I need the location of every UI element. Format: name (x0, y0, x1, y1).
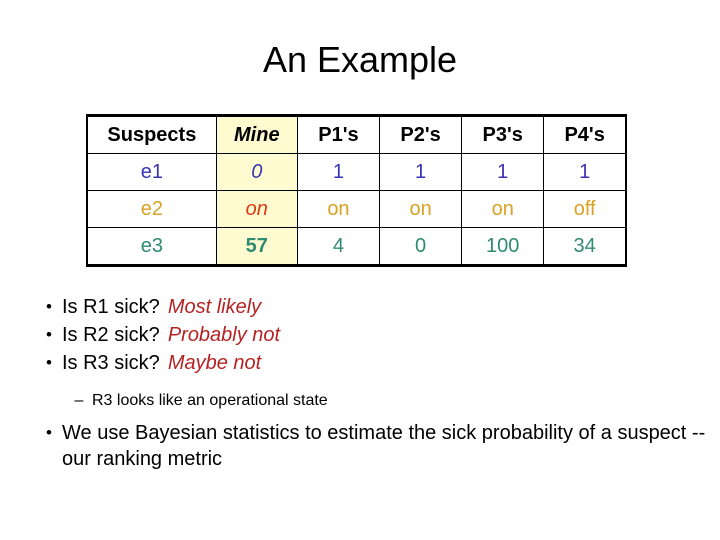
bullet-answer-r1: Most likely (167, 296, 262, 318)
cell-p2: 0 (379, 227, 463, 266)
cell-suspect: e1 (86, 153, 217, 191)
bullet-dot-icon: • (46, 297, 52, 316)
column-header-p2: P2's (379, 115, 463, 154)
cell-mine: 0 (215, 153, 298, 191)
page-title: An Example (262, 39, 458, 80)
bullet-answer-r2: Probably not (167, 324, 281, 346)
table-row: e1 0 1 1 1 1 (86, 153, 627, 191)
bullet-dot-icon: • (46, 325, 52, 344)
column-header-p3: P3's (461, 115, 545, 154)
sub-bullet-text: R3 looks like an operational state (92, 392, 328, 409)
cell-p2: 1 (379, 153, 463, 191)
cell-p2: on (379, 190, 463, 228)
cell-p1: on (296, 190, 381, 228)
bullet-answer-r3: Maybe not (167, 352, 262, 374)
list-item: • Is R1 sick? Most likely (36, 294, 696, 320)
sub-bullet-list: – R3 looks like an operational state (66, 390, 686, 412)
cell-p3: 100 (461, 227, 545, 266)
cell-p4: off (543, 190, 627, 228)
cell-suspect: e2 (86, 190, 217, 228)
suspects-table: Suspects Mine P1's P2's P3's P4's e1 0 1… (86, 114, 627, 267)
table-row: e3 57 4 0 100 34 (86, 227, 627, 266)
cell-p1: 1 (296, 153, 381, 191)
dash-marker-icon: – (74, 392, 84, 409)
list-item: • Is R3 sick? Maybe not (36, 350, 696, 376)
cell-p4: 34 (543, 227, 627, 266)
final-bullet-list: • We use Bayesian statistics to estimate… (36, 420, 708, 472)
cell-p4: 1 (543, 153, 627, 191)
cell-mine: 57 (215, 227, 298, 266)
list-item: • We use Bayesian statistics to estimate… (36, 420, 708, 472)
question-bullet-list: • Is R1 sick? Most likely • Is R2 sick? … (36, 294, 696, 378)
column-header-suspects: Suspects (86, 115, 217, 154)
bullet-question-r3: Is R3 sick? (62, 352, 160, 374)
column-header-p4: P4's (543, 115, 627, 154)
list-item: • Is R2 sick? Probably not (36, 322, 696, 348)
bullet-question-r1: Is R1 sick? (62, 296, 160, 318)
cell-p3: on (461, 190, 545, 228)
suspects-table-container: Suspects Mine P1's P2's P3's P4's e1 0 1… (86, 114, 627, 267)
cell-suspect: e3 (86, 227, 217, 266)
table-header-row: Suspects Mine P1's P2's P3's P4's (86, 115, 627, 154)
column-header-mine: Mine (215, 115, 298, 154)
cell-mine: on (215, 190, 298, 228)
bullet-question-r2: Is R2 sick? (62, 324, 160, 346)
cell-p3: 1 (461, 153, 545, 191)
cell-p1: 4 (296, 227, 381, 266)
bullet-dot-icon: • (46, 353, 52, 372)
column-header-p1: P1's (296, 115, 381, 154)
list-item: – R3 looks like an operational state (66, 390, 686, 412)
bullet-dot-icon: • (46, 423, 52, 442)
final-bullet-text: We use Bayesian statistics to estimate t… (62, 422, 706, 470)
table-row: e2 on on on on off (86, 190, 627, 228)
